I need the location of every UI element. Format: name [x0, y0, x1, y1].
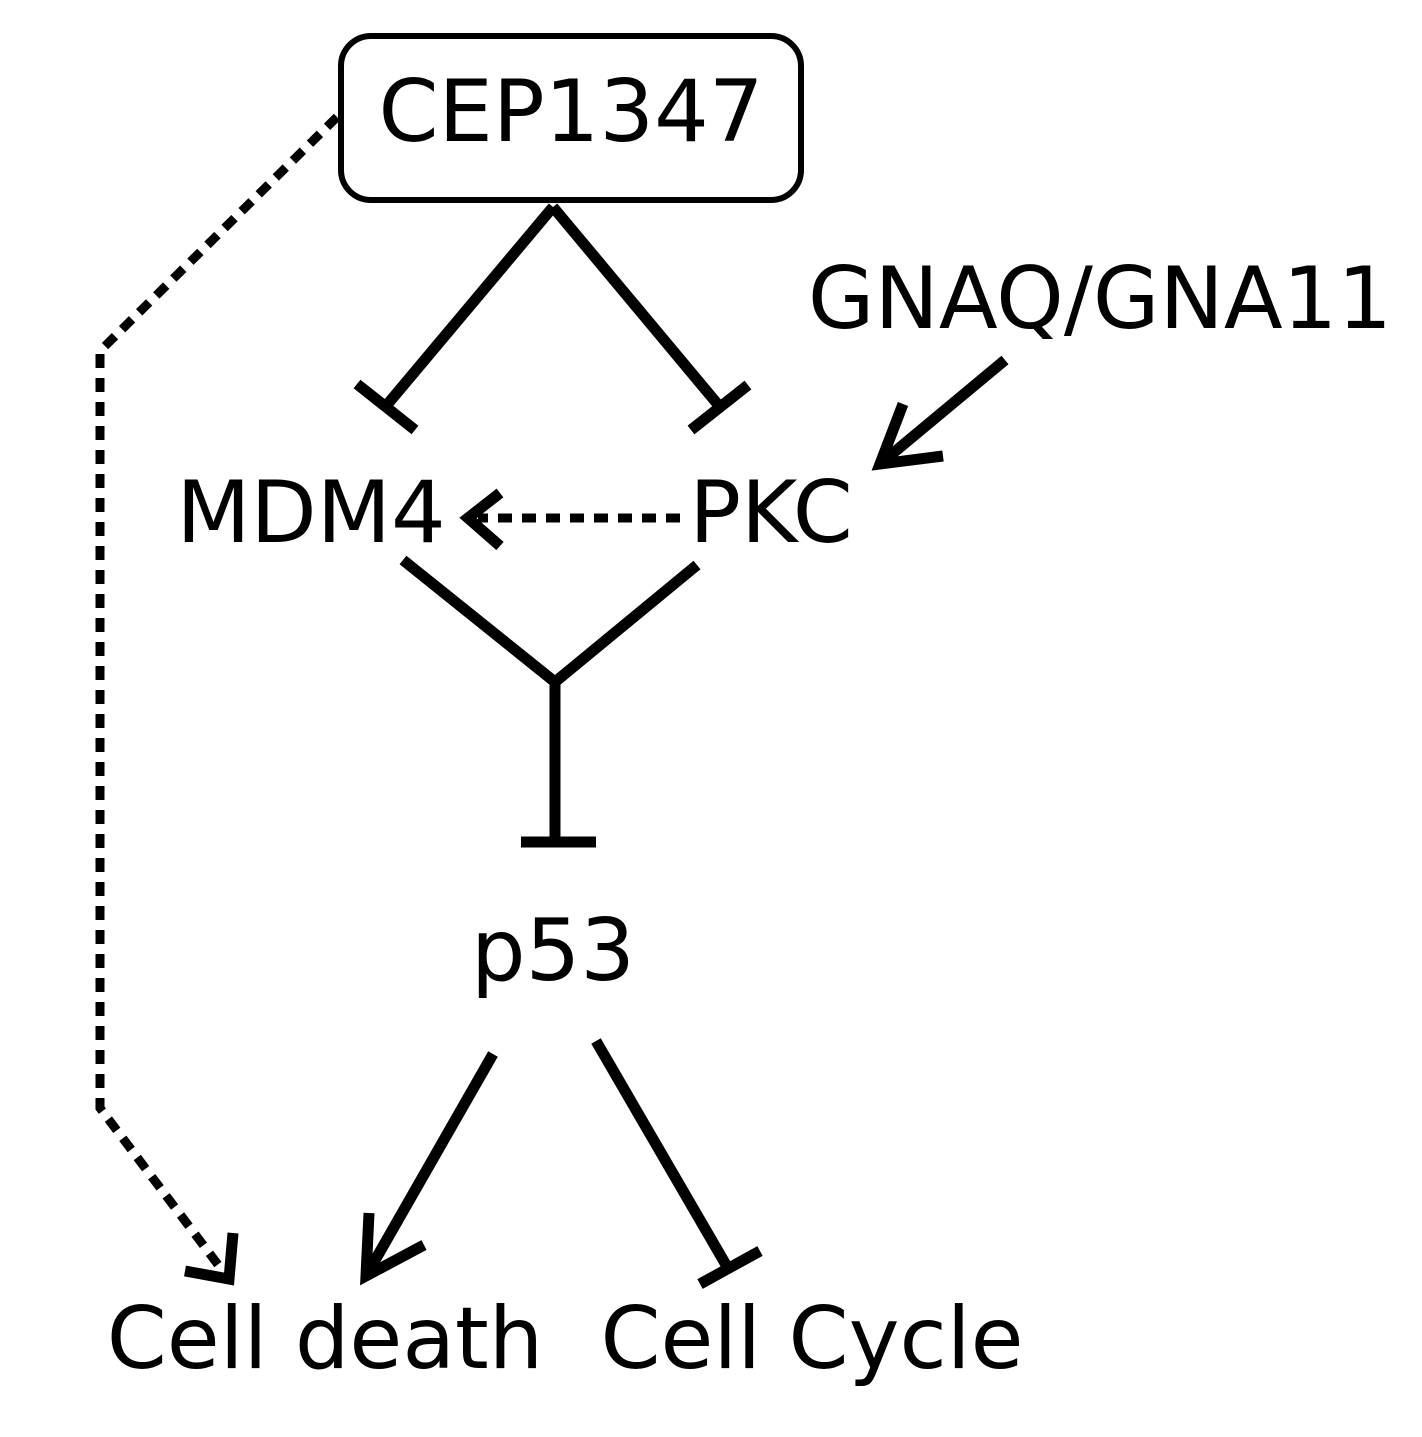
cep1347-box	[338, 33, 804, 203]
cell-cycle-label: Cell Cycle	[600, 1289, 1023, 1389]
edge-cep1347-inhibits-mdm4	[353, 203, 558, 435]
cell-death-label: Cell death	[107, 1289, 544, 1389]
edge-cep1347-inhibits-pkc	[548, 203, 752, 435]
gnaq-gna11-label: GNAQ/GNA11	[808, 249, 1392, 349]
cep1347-label: CEP1347	[378, 62, 763, 162]
edge-mdm4-pkc-inhibit-p53	[399, 555, 701, 848]
edge-p53-activates-cell-death	[360, 1051, 498, 1286]
edge-pkc-activates-mdm4	[459, 488, 680, 551]
edge-gnaq-activates-pkc	[871, 355, 1009, 471]
p53-label: p53	[471, 901, 635, 1001]
pkc-label: PKC	[689, 463, 853, 563]
mdm4-label: MDM4	[176, 463, 445, 563]
edge-p53-inhibits-cell-cycle	[591, 1038, 763, 1289]
edge-cep1347-activates-cell-death	[95, 113, 341, 1286]
